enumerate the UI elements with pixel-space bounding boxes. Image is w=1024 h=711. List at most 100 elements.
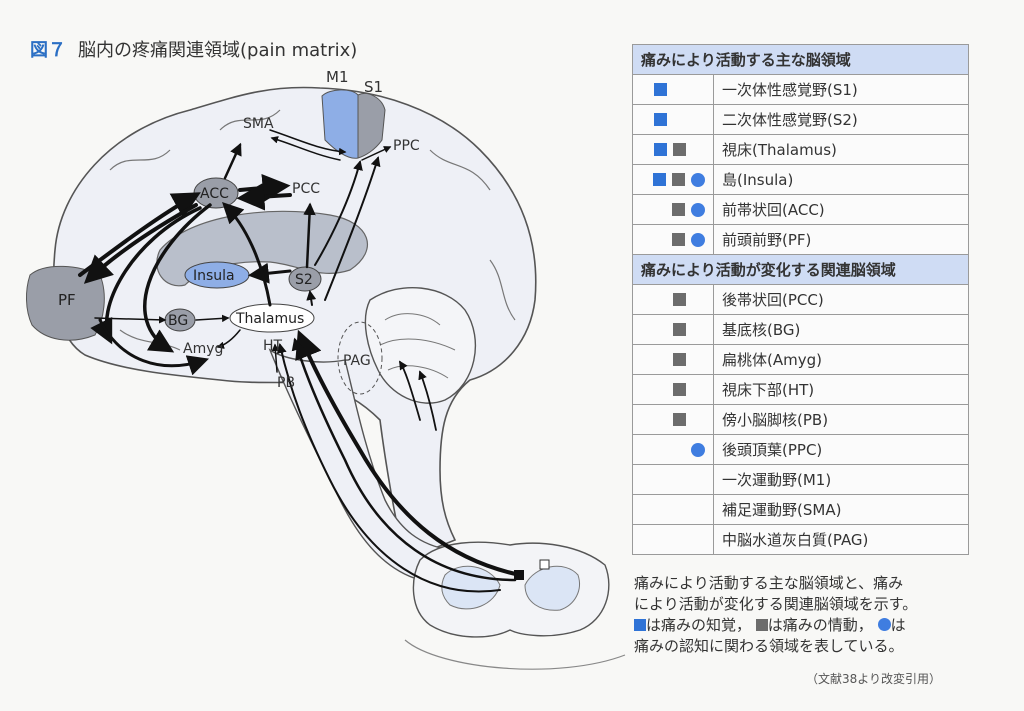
blank-slot [673,113,686,126]
legend-header-primary: 痛みにより活動する主な脳領域 [632,44,969,75]
legend-symbols [632,74,714,105]
blue-circle-icon [691,442,705,457]
gray-square-icon [673,143,686,156]
blank-slot [653,443,666,456]
gray-square-icon [673,383,686,396]
blue-circle-icon [691,232,705,247]
blue-square-icon [634,619,646,631]
gray-square-icon [673,323,686,336]
blank-slot [654,383,667,396]
label-s1: S1 [364,78,383,96]
legend-row: 中脳水道灰白質(PAG) [632,524,969,555]
blank-slot [672,443,685,456]
legend-label: 一次運動野(M1) [713,464,969,495]
blank-slot [654,533,667,546]
blank-slot [692,383,705,396]
legend-table: 痛みにより活動する主な脳領域 一次体性感覚野(S1)二次体性感覚野(S2)視床(… [632,44,969,555]
blank-slot [692,473,705,486]
legend-symbols [632,134,714,165]
s1-region [357,93,386,159]
pathway-arrows [78,129,522,593]
gray-square-icon [672,173,685,186]
label-thalamus: Thalamus [235,311,304,327]
gyri-lines [109,109,516,351]
legend-row: 傍小脳脚核(PB) [632,404,969,435]
thalamus-region [229,303,315,333]
caption-perception: は痛みの知覚， [646,616,752,634]
gray-square-icon [673,353,686,366]
blue-circle-icon [877,618,891,631]
blank-slot [692,143,705,156]
legend-row: 視床(Thalamus) [632,134,969,165]
legend-row: 一次運動野(M1) [632,464,969,495]
blank-slot [692,323,705,336]
legend-label: 前頭前野(PF) [713,224,969,255]
label-pb: PB [277,375,295,391]
caption-line-1: 痛みにより活動する主な脳領域と、痛み [634,574,904,592]
legend-symbols [632,464,714,495]
legend-symbols [632,524,714,555]
blue-square-icon [654,113,667,126]
blank-slot [673,83,686,96]
label-ppc: PPC [393,138,420,154]
blank-slot [654,293,667,306]
blue-square-icon [653,173,666,186]
label-pf: PF [58,291,76,309]
blank-slot [653,203,666,216]
blank-slot [653,233,666,246]
blue-square-icon [654,83,667,96]
blue-square-icon [654,143,667,156]
legend-symbols [632,164,714,195]
caption-line-4: 痛みの認知に関わる領域を表している。 [634,637,904,655]
legend-label: 傍小脳脚核(PB) [713,404,969,435]
label-s2: S2 [295,272,313,288]
caption: 痛みにより活動する主な脳領域と、痛み により活動が変化する関連脳領域を示す。 は… [634,573,974,657]
legend-label: 視床(Thalamus) [713,134,969,165]
pag-region [337,321,383,395]
blue-circle-icon [691,202,705,217]
legend-label: 二次体性感覚野(S2) [713,104,969,135]
legend-row: 扁桃体(Amyg) [632,344,969,375]
blank-slot [654,503,667,516]
caption-emotion: は痛みの情動， [767,616,873,634]
legend-header-related-text: 痛みにより活動が変化する関連脳領域 [632,254,969,285]
legend-symbols [632,314,714,345]
figure-title-text: 脳内の疼痛関連領域(pain matrix) [78,40,358,61]
caption-ha: は [890,616,906,634]
legend-label: 扁桃体(Amyg) [713,344,969,375]
legend-label: 後帯状回(PCC) [713,284,969,315]
legend-label: 後頭頂葉(PPC) [713,434,969,465]
legend-row: 前帯状回(ACC) [632,194,969,225]
label-bg: BG [168,313,188,329]
legend-row: 島(Insula) [632,164,969,195]
gray-square-icon [673,413,686,426]
legend-label: 島(Insula) [713,164,969,195]
source-citation: （文献38より改変引用） [806,672,942,686]
label-pcc: PCC [292,181,320,197]
legend-row: 一次体性感覚野(S1) [632,74,969,105]
label-acc: ACC [200,186,229,202]
legend-symbols [632,104,714,135]
gray-square-icon [755,619,768,631]
legend-label: 視床下部(HT) [713,374,969,405]
blank-slot [692,533,705,546]
legend-row: 前頭前野(PF) [632,224,969,255]
label-amyg: Amyg [183,341,223,357]
legend-header-primary-text: 痛みにより活動する主な脳領域 [632,44,969,75]
label-ht: HT [263,338,283,354]
blank-slot [673,503,686,516]
caption-line-3: は痛みの知覚， は痛みの情動， は [634,615,974,636]
gray-square-icon [672,233,685,246]
blank-slot [654,323,667,336]
legend-label: 基底核(BG) [713,314,969,345]
label-sma: SMA [243,116,274,132]
legend-symbols [632,404,714,435]
s2-region [288,266,322,292]
label-pag: PAG [343,353,371,369]
legend-row: 後帯状回(PCC) [632,284,969,315]
blank-slot [692,503,705,516]
caption-line-2: により活動が変化する関連脳領域を示す。 [634,595,918,613]
figure-number: 図７ [30,40,66,61]
brain-diagram: M1 S1 SMA PPC ACC PCC PF Insula S2 BG Th… [26,68,626,670]
blank-slot [654,413,667,426]
